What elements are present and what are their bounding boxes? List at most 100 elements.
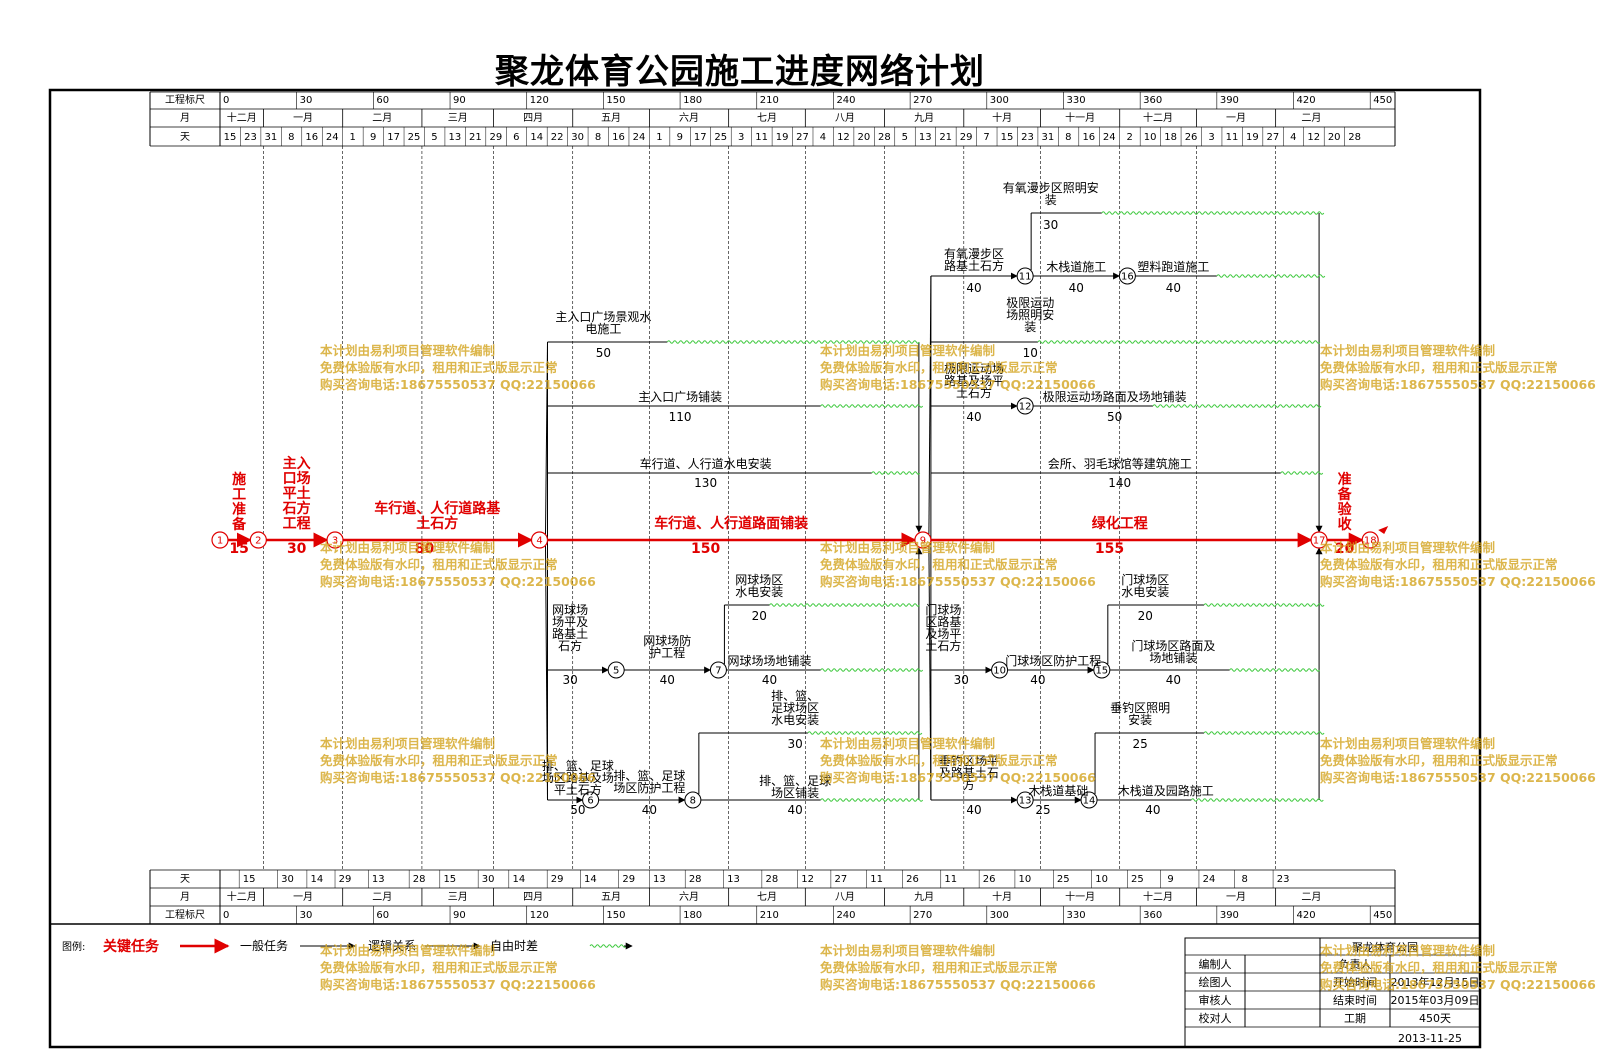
task-label: 装 (1045, 193, 1057, 207)
task-duration: 40 (1069, 281, 1084, 295)
month-name: 八月 (835, 891, 855, 903)
critical-task-label: 主入 (283, 455, 311, 472)
day-tick: 28 (766, 874, 779, 885)
month-name: 十二月 (227, 890, 257, 903)
task-label: 门球场 (925, 602, 961, 617)
task-label: 木栈道及园路施工 (1118, 783, 1214, 798)
task-label: 排、篮、足球 (613, 768, 685, 783)
free-float (1101, 211, 1325, 215)
critical-task-label: 收 (1338, 516, 1353, 533)
day-tick: 12 (837, 132, 850, 143)
node-number-10: 10 (993, 666, 1006, 677)
watermark-text: 本计划由易利项目管理软件编制 (1320, 943, 1495, 958)
month-name: 五月 (601, 891, 621, 903)
watermark-text: 免费体验版有水印，租用和正式版显示正常 (1320, 753, 1558, 768)
watermark-text: 本计划由易利项目管理软件编制 (1320, 736, 1495, 751)
day-tick: 25 (1057, 874, 1070, 885)
critical-task-label: 平土 (283, 485, 311, 502)
scale-tick: 240 (836, 910, 855, 921)
scale-tick: 60 (376, 910, 389, 921)
task-duration: 40 (1166, 281, 1181, 295)
month-name: 五月 (601, 112, 621, 124)
tb-field: 结束时间 (1333, 994, 1377, 1007)
watermark-text: 免费体验版有水印，租用和正式版显示正常 (320, 960, 558, 975)
tb-value: 2013年12月15日 (1391, 975, 1480, 989)
month-name: 三月 (448, 112, 468, 124)
task-duration: 20 (752, 609, 767, 623)
free-float (1190, 798, 1324, 802)
free-float (1203, 731, 1325, 735)
day-tick: 30 (281, 874, 294, 885)
node-2 (249, 531, 267, 549)
day-tick: 10 (1019, 874, 1032, 885)
day-tick: 27 (835, 874, 848, 885)
task-duration: 30 (1043, 218, 1058, 232)
task-duration: 40 (1145, 803, 1160, 817)
task-label: 水电安装 (771, 712, 819, 727)
task-label: 土石方 (925, 638, 961, 653)
tb-value: 2015年03月09日 (1391, 993, 1480, 1007)
branch-stub (545, 545, 548, 801)
task-label: 极限运动场 (944, 362, 1004, 376)
node-number-18: 18 (1364, 536, 1377, 547)
day-tick: 3 (1208, 132, 1214, 143)
day-tick: 26 (1185, 132, 1198, 143)
free-float (820, 404, 924, 408)
day-tick: 11 (1226, 132, 1239, 143)
month-name: 四月 (523, 891, 543, 903)
scale-tick: 270 (913, 910, 932, 921)
scale-tick: 450 (1373, 910, 1392, 921)
task-label: 塑料跑道施工 (1137, 259, 1209, 274)
node-number-3: 3 (332, 536, 338, 547)
critical-task-label: 备 (1337, 486, 1353, 503)
task-label: 有氧漫步区 (944, 247, 1004, 261)
node-16 (1118, 267, 1136, 285)
day-tick: 23 (1277, 874, 1290, 885)
day-tick: 30 (571, 132, 584, 143)
day-tick: 15 (224, 132, 237, 143)
task-duration: 40 (966, 281, 981, 295)
task-duration: 40 (787, 803, 802, 817)
scale-tick: 180 (683, 910, 702, 921)
watermark-text: 购买咨询电话:18675550537 QQ:22150066 (320, 977, 596, 992)
task-label: 主入口广场铺装 (638, 390, 722, 404)
legend: 图例:关键任务一般任务逻辑关系自由时差 (62, 938, 633, 955)
critical-task-label: 准 (1338, 471, 1352, 488)
watermark-text: 免费体验版有水印，租用和正式版显示正常 (1320, 360, 1558, 375)
day-tick: 29 (960, 132, 973, 143)
watermark-text: 本计划由易利项目管理软件编制 (320, 736, 495, 751)
legend-logic: 逻辑关系 (368, 939, 416, 953)
task-duration: 130 (694, 476, 717, 490)
scale-tick: 120 (530, 910, 549, 921)
free-float (769, 603, 920, 607)
scale-tick: 360 (1143, 910, 1162, 921)
day-tick: 20 (858, 132, 871, 143)
node-number-6: 6 (587, 796, 593, 807)
node-number-17: 17 (1313, 536, 1326, 547)
task-label: 场平及 (552, 615, 588, 629)
task-label: 区路基 (925, 614, 961, 629)
scale-tick: 210 (760, 95, 779, 106)
scale-tick: 270 (913, 95, 932, 106)
task-label: 有氧漫步区照明安 (1003, 180, 1099, 195)
day-tick: 31 (265, 132, 278, 143)
task-duration: 20 (1138, 609, 1153, 623)
task-label: 网球场防 (643, 633, 691, 648)
day-label: 天 (180, 874, 190, 885)
day-tick: 16 (305, 132, 318, 143)
task-label: 门球场区防护工程 (1005, 653, 1101, 668)
node-number-7: 7 (715, 666, 721, 677)
task-duration: 25 (1133, 737, 1148, 751)
day-tick: 24 (1103, 132, 1116, 143)
watermark-text: 免费体验版有水印，租用和正式版显示正常 (320, 753, 558, 768)
task-label: 排、篮、 (771, 688, 819, 703)
node-number-16: 16 (1121, 272, 1134, 283)
day-tick: 15 (443, 874, 456, 885)
task-label: 门球场区路面及 (1131, 638, 1215, 653)
task-label: 水电安装 (735, 584, 783, 599)
task-label: 垂钓区照明 (1110, 701, 1170, 715)
task-label: 场照明安 (1006, 307, 1054, 322)
day-tick: 30 (482, 874, 495, 885)
month-name: 十二月 (1143, 111, 1173, 124)
critical-duration: 150 (691, 541, 720, 557)
